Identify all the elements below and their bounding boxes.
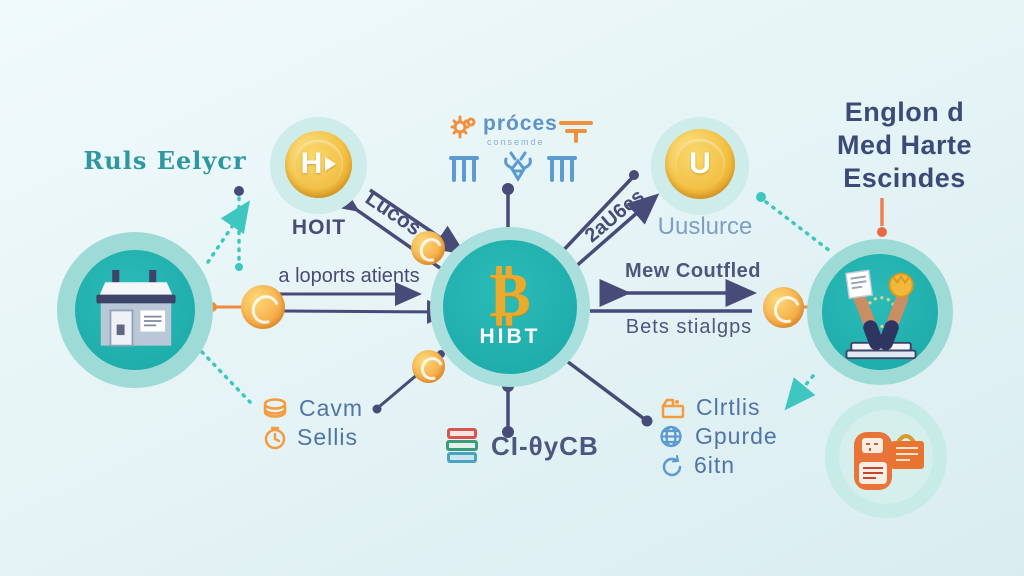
coin-small-bottom-icon	[412, 350, 447, 384]
proces-subtitle: consemde	[487, 137, 545, 147]
right-heading-line-2: Med Harte	[836, 130, 973, 160]
bets-annotation: Bets stialgps	[625, 316, 753, 338]
exchange-arrows	[590, 279, 757, 313]
imports-arrows	[272, 282, 454, 324]
coin-right-icon	[763, 287, 804, 328]
refresh-icon	[662, 454, 682, 476]
imports-annotation: a loports atients	[278, 265, 420, 287]
center-node: ₿ HIBT	[443, 240, 577, 374]
left-node-label: Ruls Eelycr	[83, 146, 247, 175]
proces-connector	[502, 183, 514, 230]
hands-exchange-illustration	[845, 269, 917, 360]
clock-icon	[264, 426, 286, 449]
coin-small-top-icon	[411, 231, 447, 266]
left-to-hoit-dashed-arrow	[206, 200, 250, 264]
coins-icon	[263, 397, 287, 418]
usulurce-label: Uuslurce	[657, 213, 753, 240]
hoit-coin-glyph: H	[300, 147, 323, 181]
bottom-center-item: CI-θyCB	[443, 424, 599, 468]
list-item: 6itn	[660, 452, 735, 479]
list-item-label: Gpurde	[695, 423, 778, 449]
bank-icon	[547, 156, 577, 182]
list-item-label: Cavm	[299, 395, 364, 421]
bee-icon	[504, 151, 532, 182]
bitcoin-symbol-icon: ₿	[489, 258, 531, 331]
hoit-label: HOIT	[291, 216, 347, 239]
lines-icon	[559, 121, 593, 143]
list-item: Cavm	[262, 395, 363, 422]
list-item: Clrtlis	[660, 394, 761, 421]
list-item: Gpurde	[658, 423, 778, 450]
mew-annotation: Mew Coutfled	[625, 260, 761, 282]
heading-connector	[877, 198, 887, 237]
center-clrtlis-line	[566, 360, 653, 427]
right-to-list-dashed-arrow	[784, 374, 816, 411]
hoit-coin-face: H	[294, 140, 343, 189]
shopper-illustration	[854, 432, 924, 490]
globe-icon	[660, 425, 682, 448]
right-heading: Englon d Med Harte Escindes	[812, 96, 997, 195]
usulurce-coin-face: U	[674, 138, 726, 190]
arrow-right-glyph	[325, 157, 337, 172]
proces-title: próces	[483, 112, 558, 135]
gear-icon	[450, 115, 476, 139]
list-item: Sellis	[263, 424, 358, 451]
usulurce-coin-icon: U	[665, 129, 735, 199]
center-node-label: HIBT	[479, 325, 541, 348]
bank-icon	[449, 156, 479, 182]
list-item-label: 6itn	[694, 452, 736, 478]
books-icon	[446, 428, 478, 463]
list-item-label: Sellis	[297, 424, 358, 450]
bottom-center-label: CI-θyCB	[491, 430, 599, 461]
coin-left-icon	[241, 285, 285, 329]
package-icon	[661, 398, 685, 418]
hoit-coin-icon: H	[285, 131, 352, 198]
usulurce-right-dashed	[756, 192, 832, 253]
right-heading-line-1: Englon d	[844, 97, 965, 127]
left-label-connector	[234, 186, 244, 271]
left-to-list-dashed-line	[200, 350, 252, 404]
right-heading-line-3: Escindes	[843, 163, 966, 193]
storefront-illustration	[96, 269, 176, 347]
list-item-label: Clrtlis	[696, 394, 761, 420]
center-usulurce-arrows	[556, 170, 660, 270]
usulurce-coin-glyph: U	[689, 146, 711, 180]
